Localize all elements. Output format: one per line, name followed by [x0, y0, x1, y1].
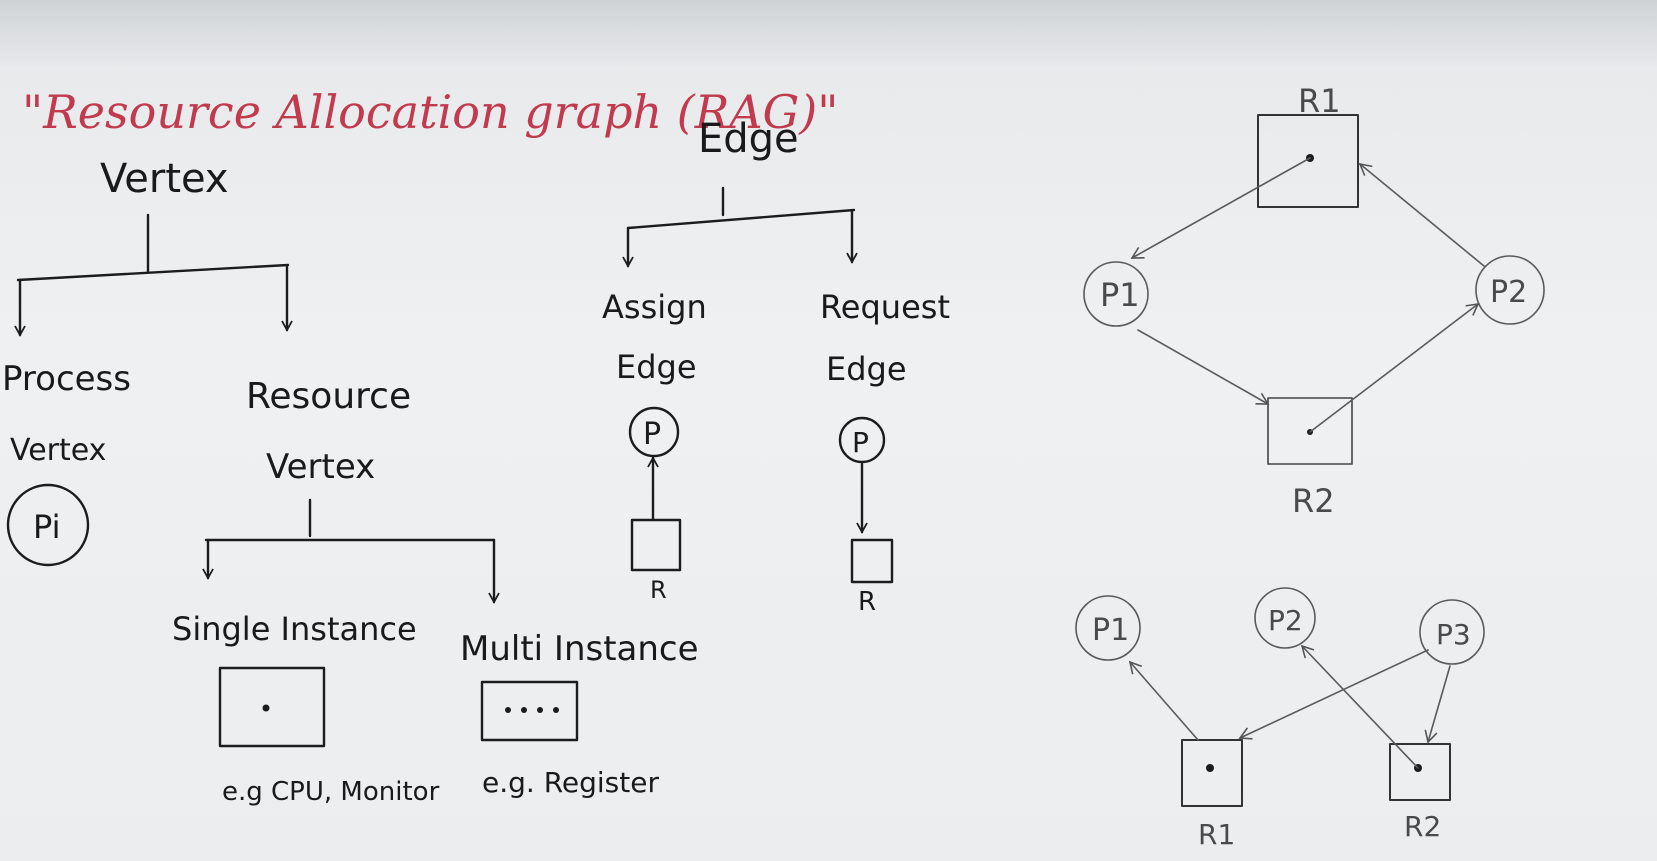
- assign-resource-box: [630, 518, 682, 572]
- example1-assign-r1-p1: [1130, 157, 1311, 259]
- example2-p3-circle: [1419, 599, 1485, 665]
- process-label: Process: [2, 359, 131, 399]
- example2-request-p3-r2: [1424, 665, 1451, 744]
- example2-p2-circle: [1254, 587, 1316, 649]
- edge-heading: Edge: [698, 116, 799, 162]
- request-label: Request: [820, 288, 950, 326]
- example2-p2-label: P2: [1268, 604, 1303, 637]
- multi-instance-label: Multi Instance: [460, 629, 699, 669]
- example1-r2-label: R2: [1292, 482, 1335, 520]
- edge-branch: [626, 208, 856, 230]
- example1-p2-circle: [1475, 255, 1545, 325]
- process-symbol: Pi: [33, 508, 60, 546]
- request-resource-box: [850, 538, 894, 584]
- example2-r1-dot: [1206, 764, 1214, 772]
- example1-p1-label: P1: [1100, 276, 1140, 314]
- single-instance-box: [218, 666, 326, 748]
- multi-dot-1: [505, 707, 511, 713]
- request-resource-symbol: R: [858, 587, 876, 617]
- request-process-symbol: P: [852, 426, 869, 459]
- resource-label-2: Vertex: [266, 447, 375, 487]
- example1-p1-circle: [1083, 261, 1149, 327]
- example1-r2-box: [1267, 397, 1353, 465]
- process-label-2: Vertex: [10, 433, 106, 468]
- single-instance-label: Single Instance: [172, 610, 417, 648]
- example2-r1-box: [1181, 739, 1243, 807]
- example1-assign-r2-p2: [1309, 302, 1480, 433]
- multi-dot-2: [521, 707, 527, 713]
- multi-dot-4: [553, 707, 559, 713]
- example2-assign-r2-p2: [1300, 644, 1419, 769]
- example2-r1-label: R1: [1198, 818, 1235, 851]
- single-instance-example: e.g CPU, Monitor: [222, 777, 440, 807]
- assign-label: Assign: [602, 288, 707, 326]
- resource-label: Resource: [246, 376, 411, 417]
- request-process-circle: [838, 416, 886, 464]
- example2-assign-r1-p1: [1128, 660, 1199, 741]
- assign-process-symbol: P: [643, 417, 661, 452]
- vertex-branch: [16, 263, 290, 282]
- example1-request-p2-r1: [1358, 162, 1485, 267]
- example2-p1-label: P1: [1092, 613, 1129, 648]
- example1-request-p1-r2: [1137, 329, 1270, 405]
- example1-r1-box: [1257, 114, 1359, 208]
- example2-p1-circle: [1075, 595, 1141, 661]
- single-instance-dot: [262, 704, 270, 712]
- process-vertex-circle: [6, 483, 90, 567]
- request-label-2: Edge: [826, 350, 907, 388]
- page-title: "Resource Allocation graph (RAG)": [22, 85, 838, 139]
- assign-process-circle: [628, 406, 680, 458]
- example2-r2-box: [1389, 743, 1451, 801]
- example2-r2-label: R2: [1404, 810, 1441, 843]
- multi-instance-box: [480, 680, 579, 742]
- multi-instance-example: e.g. Register: [482, 766, 659, 799]
- multi-dot-3: [537, 707, 543, 713]
- assign-resource-symbol: R: [650, 576, 667, 604]
- vertex-heading: Vertex: [100, 156, 229, 202]
- assign-label-2: Edge: [616, 348, 697, 386]
- example1-r1-label: R1: [1298, 82, 1341, 120]
- example2-p3-label: P3: [1436, 618, 1471, 651]
- example2-request-p3-r1: [1238, 649, 1429, 740]
- example1-p2-label: P2: [1490, 275, 1527, 310]
